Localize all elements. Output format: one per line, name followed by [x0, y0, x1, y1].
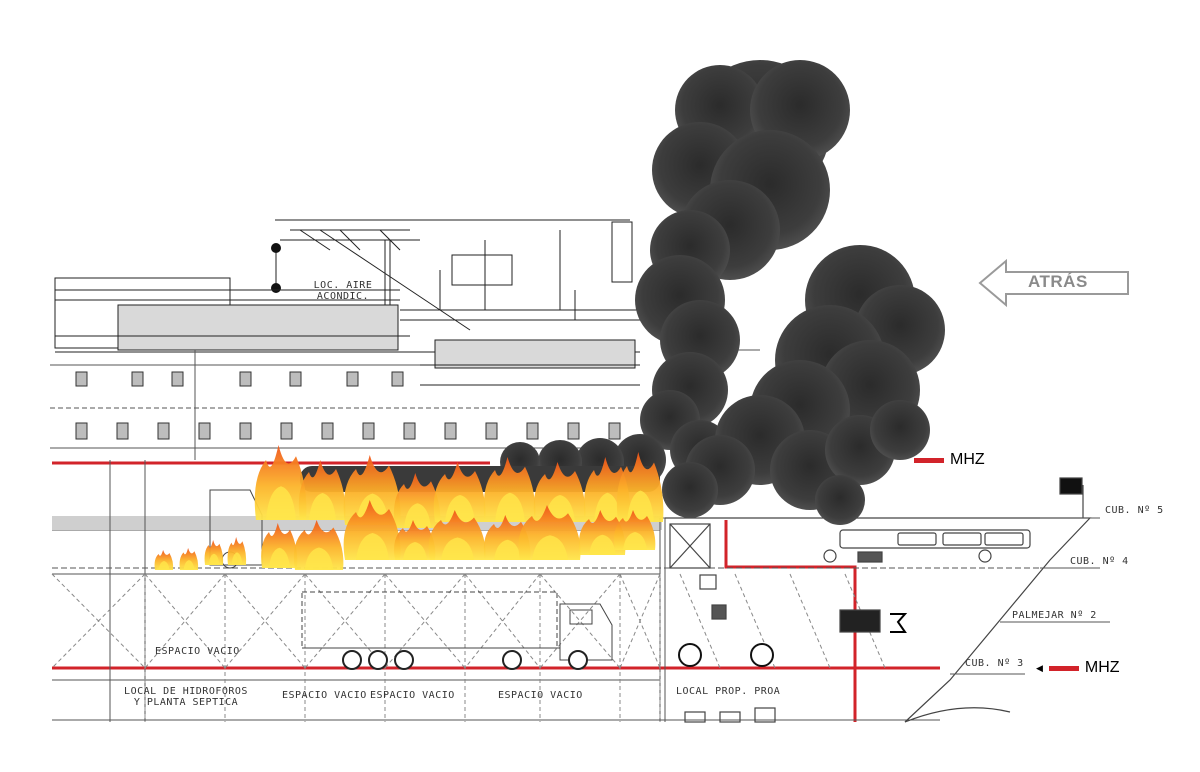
label-local-prop-proa: LOCAL PROP. PROA: [676, 686, 781, 697]
mhz-bar: [1048, 665, 1079, 671]
deck-label-cub3: CUB. Nº 3: [965, 658, 1024, 669]
arrow-left-icon: [978, 258, 1129, 308]
deck-label-lines: [950, 517, 1110, 675]
porthole: [116, 422, 129, 440]
porthole: [289, 371, 302, 387]
back-label: ATRÁS: [1028, 272, 1088, 291]
porthole: [403, 422, 416, 440]
label-espacio-vacio-1: ESPACIO VACIO: [282, 690, 367, 701]
porthole: [239, 422, 252, 440]
portholes: [75, 371, 621, 440]
mhz-label: MHZ: [1084, 659, 1120, 676]
upper-deck: [54, 277, 640, 386]
porthole: [526, 422, 539, 440]
porthole: [198, 422, 211, 440]
porthole: [131, 371, 144, 387]
label-espacio-vacio-top: ESPACIO VACIO: [155, 646, 240, 657]
porthole: [444, 422, 457, 440]
mhz-label: MHZ: [950, 451, 985, 468]
mast: [275, 219, 633, 331]
mhz-bar: [914, 457, 944, 463]
mast-lights: [271, 243, 281, 293]
smoke-cloud: [300, 60, 945, 525]
fire-zone-lines: [52, 461, 940, 722]
mhz-marker-upper: MHZ: [914, 451, 985, 469]
deck-label-cub5: CUB. Nº 5: [1105, 505, 1164, 516]
label-local-hidroforos: LOCAL DE HIDROFOROS Y PLANTA SEPTICA: [124, 686, 248, 708]
mhz-marker-lower: ◀ MHZ: [1036, 659, 1120, 677]
bow: [665, 477, 1092, 723]
porthole: [608, 422, 621, 440]
truck-wheels: [342, 650, 588, 670]
porthole: [280, 422, 293, 440]
porthole: [157, 422, 170, 440]
label-espacio-vacio-3: ESPACIO VACIO: [498, 690, 583, 701]
porthole: [239, 371, 252, 387]
bow-wheels: [678, 643, 774, 667]
deck-label-cub4: CUB. Nº 4: [1070, 556, 1129, 567]
porthole: [567, 422, 580, 440]
porthole: [75, 422, 88, 440]
porthole: [362, 422, 375, 440]
label-loc-aire: LOC. AIRE ACONDIC.: [313, 280, 373, 302]
porthole: [171, 371, 184, 387]
fire-flames: [154, 445, 664, 570]
pointer-icon: ◀: [1036, 662, 1043, 673]
porthole: [346, 371, 359, 387]
truck-trailer: [301, 591, 613, 661]
porthole: [321, 422, 334, 440]
label-espacio-vacio-2: ESPACIO VACIO: [370, 690, 455, 701]
deck-label-palmejar2: PALMEJAR Nº 2: [1012, 610, 1097, 621]
porthole: [75, 371, 88, 387]
back-button[interactable]: ATRÁS: [978, 258, 1132, 308]
porthole: [485, 422, 498, 440]
porthole: [391, 371, 404, 387]
